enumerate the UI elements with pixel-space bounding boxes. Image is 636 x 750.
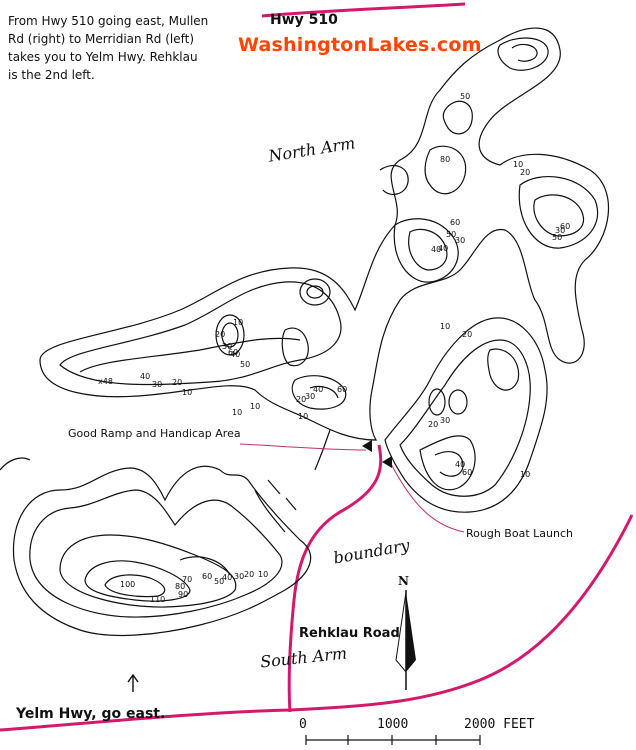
depth-sounding: 20 <box>244 570 255 579</box>
lake-contours <box>0 27 610 637</box>
depth-sounding: 10 <box>233 318 244 327</box>
scale-tick-2000: 2000 FEET <box>464 717 535 732</box>
depth-sounding: 110 <box>150 595 166 604</box>
depth-sounding: 80 <box>440 155 451 164</box>
depth-sounding: 60 <box>202 572 213 581</box>
depth-sounding: 40 <box>140 372 151 381</box>
rough-launch-marker <box>382 456 392 468</box>
depth-sounding: 20 <box>215 330 226 339</box>
depth-sounding: 60 <box>450 218 461 227</box>
depth-sounding: 10 <box>182 388 193 397</box>
depth-sounding: 10 <box>250 402 261 411</box>
depth-sounding: 10 <box>520 470 531 479</box>
depth-sounding: 30 <box>152 380 163 389</box>
depth-sounding: 20 <box>172 378 183 387</box>
good-ramp-label: Good Ramp and Handicap Area <box>68 427 241 440</box>
scale-bar <box>305 735 481 745</box>
depth-sounding: 30 <box>234 572 245 581</box>
directions-note: From Hwy 510 going east, Mullen Rd (righ… <box>8 14 209 82</box>
rough-launch-label: Rough Boat Launch <box>466 527 573 540</box>
depth-sounding: 20 <box>428 420 439 429</box>
depth-sounding: 30 <box>305 392 316 401</box>
depth-sounding: 40 <box>230 350 241 359</box>
depth-sounding: 20 <box>462 330 473 339</box>
rough-launch-pointer <box>389 461 465 533</box>
rehklau-road <box>287 444 383 713</box>
depth-sounding: 10 <box>440 322 451 331</box>
depth-sounding: 40 <box>222 573 233 582</box>
inflow-arrow <box>127 673 139 692</box>
scale-tick-0: 0 <box>299 717 307 732</box>
depth-sounding: 50 <box>552 233 563 242</box>
good-ramp-marker <box>362 440 372 452</box>
depth-sounding: 30 <box>440 416 451 425</box>
depth-sounding: 10 <box>232 408 243 417</box>
depth-sounding: 100 <box>120 580 136 589</box>
depth-sounding: 60 <box>462 468 473 477</box>
depth-sounding: 60 <box>560 222 571 231</box>
depth-sounding: 40 <box>431 245 442 254</box>
depth-sounding: 50 <box>446 230 457 239</box>
depth-sounding: 60 <box>228 348 239 357</box>
depth-sounding: 50 <box>460 92 471 101</box>
depth-sounding: 10 <box>513 160 524 169</box>
depth-sounding: 40 <box>438 244 449 253</box>
depth-sounding: 80 <box>175 582 186 591</box>
rehklau-road-label: Rehklau Road <box>299 626 400 641</box>
site-title: WashingtonLakes.com <box>238 34 482 56</box>
depth-sounding: 30 <box>222 342 233 351</box>
depth-sounding: 90 <box>178 590 189 599</box>
depth-sounding: 50 <box>214 577 225 586</box>
depth-sounding: 20 <box>296 395 307 404</box>
good-ramp-pointer <box>239 443 367 451</box>
depth-sounding: 40 <box>455 460 466 469</box>
depth-sounding: 10 <box>298 412 309 421</box>
depth-sounding: 60 <box>337 385 348 394</box>
depth-sounding: x48 <box>98 377 113 386</box>
hwy-510-label: Hwy 510 <box>270 12 338 28</box>
yelm-hwy-label: Yelm Hwy, go east. <box>16 706 166 722</box>
depth-sounding: 70 <box>182 575 193 584</box>
north-label: N <box>398 574 409 588</box>
depth-sounding: 20 <box>520 168 531 177</box>
hwy-510-road <box>261 2 466 18</box>
depth-sounding: 30 <box>455 236 466 245</box>
scale-tick-1000: 1000 <box>377 717 409 732</box>
yelm-hwy-road <box>0 514 634 732</box>
depth-sounding: 50 <box>240 360 251 369</box>
depth-sounding: 10 <box>258 570 269 579</box>
depth-sounding: 30 <box>555 226 566 235</box>
north-arrow <box>395 590 416 690</box>
depth-sounding: 40 <box>313 385 324 394</box>
